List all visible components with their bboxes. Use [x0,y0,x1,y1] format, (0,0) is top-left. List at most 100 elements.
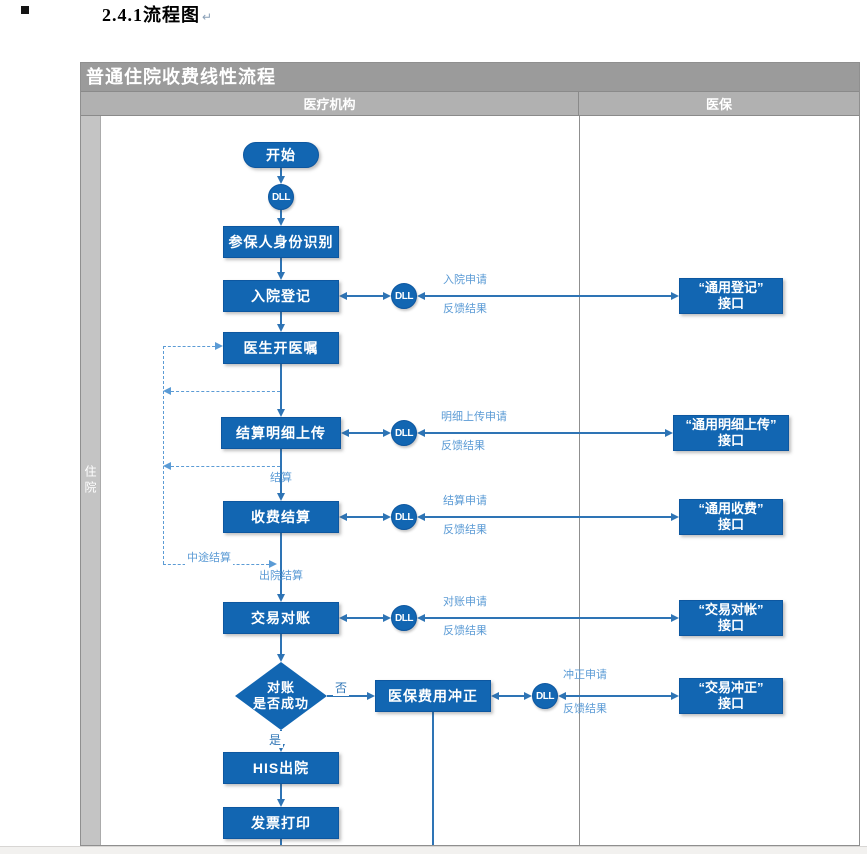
arrowhead [665,429,673,437]
lane-divider [579,116,580,845]
arrowhead [163,387,171,395]
connector-line [425,295,671,297]
node-api-reconcile: “交易对帐” 接口 [679,600,783,636]
connector-line [280,784,282,799]
arrowhead [277,654,285,662]
edge-label-feedback: 反馈结果 [441,440,485,452]
lane-header-row: 医疗机构 医保 [81,92,859,116]
edge-label-feedback: 反馈结果 [563,703,607,715]
arrowhead [558,692,566,700]
node-reconciliation: 交易对账 [223,602,339,634]
decision-text-line1: 对账 [266,679,295,695]
connector-line [327,695,367,697]
edge-label-mid-settlement: 中途结算 [185,549,233,565]
api-suffix: 接口 [717,296,744,311]
arrowhead [383,513,391,521]
connector-line [425,617,671,619]
dll-connector-3: DLL [391,420,417,446]
node-api-reversal: “交易冲正” 接口 [679,678,783,714]
connector-line [347,617,383,619]
api-name: “通用收费” [698,500,764,516]
node-doctor-order: 医生开医嘱 [223,332,339,364]
api-name: “通用明细上传” [685,416,777,432]
connector-line [280,168,282,176]
arrowhead [367,692,375,700]
api-name: “交易对帐” [698,601,764,617]
arrowhead [277,799,285,807]
arrowhead [269,560,277,568]
lane-header-medical-org: 医疗机构 [81,92,579,115]
edge-label-reconcile-request: 对账申请 [443,596,487,608]
node-api-register: “通用登记” 接口 [679,278,783,314]
phase-lane-inpatient: 住院 [81,116,101,845]
connector-line [280,449,282,493]
arrowhead [339,513,347,521]
connector-line [280,533,282,594]
arrowhead [277,744,285,752]
arrowhead [524,692,532,700]
dashed-connector-line [163,346,215,347]
arrowhead [339,614,347,622]
arrowhead [383,614,391,622]
node-api-charge: “通用收费” 接口 [679,499,783,535]
dashed-connector-line [171,391,280,392]
api-suffix: 接口 [717,433,744,448]
paragraph-mark: ↵ [202,10,214,24]
arrowhead [671,513,679,521]
node-identify: 参保人身份识别 [223,226,339,258]
node-reversal: 医保费用冲正 [375,680,491,712]
flowchart-body: 住院 [81,116,859,845]
edge-label-no: 否 [333,679,350,696]
arrowhead [417,292,425,300]
edge-label-detail-upload-request: 明细上传申请 [441,411,507,423]
api-suffix: 接口 [717,618,744,633]
edge-label-feedback: 反馈结果 [443,625,487,637]
edge-label-yes: 是 [267,731,284,748]
arrowhead [215,342,223,350]
edge-label-feedback: 反馈结果 [443,303,487,315]
connector-line [425,516,671,518]
connector-line [347,295,383,297]
list-bullet [21,6,29,14]
flowchart: 普通住院收费线性流程 医疗机构 医保 住院 [80,62,860,846]
connector-line [280,312,282,324]
connector-line [347,516,383,518]
dll-connector-2: DLL [391,283,417,309]
node-detail-upload: 结算明细上传 [221,417,341,449]
node-decision-reconcile-success: 对账 是否成功 [235,662,327,730]
arrowhead [277,594,285,602]
connector-line [566,695,671,697]
connector-line [499,695,524,697]
arrowhead [383,429,391,437]
arrowhead [417,614,425,622]
connector-line [280,839,282,845]
dashed-connector-line [171,466,280,467]
node-start: 开始 [243,142,319,168]
api-suffix: 接口 [717,696,744,711]
arrowhead [671,692,679,700]
api-name: “交易冲正” [698,679,764,695]
section-heading: 2.4.1流程图↵ [102,1,213,27]
connector-line [432,712,434,845]
node-fee-settlement: 收费结算 [223,501,339,533]
section-heading-text: 2.4.1流程图 [102,5,200,25]
edge-label-settlement-request: 结算申请 [443,495,487,507]
connector-line [349,432,383,434]
connector-line [280,210,282,218]
arrowhead [339,292,347,300]
edge-label-reversal-request: 冲正申请 [563,669,607,681]
arrowhead [277,272,285,280]
dll-connector-6: DLL [532,683,558,709]
arrowhead [417,513,425,521]
arrowhead [163,462,171,470]
node-admission: 入院登记 [223,280,339,312]
connector-line [280,258,282,272]
api-suffix: 接口 [717,517,744,532]
arrowhead [277,176,285,184]
connector-line [425,432,665,434]
edge-label-admission-request: 入院申请 [443,274,487,286]
lane-header-insurance: 医保 [579,92,859,115]
flowchart-title: 普通住院收费线性流程 [81,63,859,92]
arrowhead [277,218,285,226]
